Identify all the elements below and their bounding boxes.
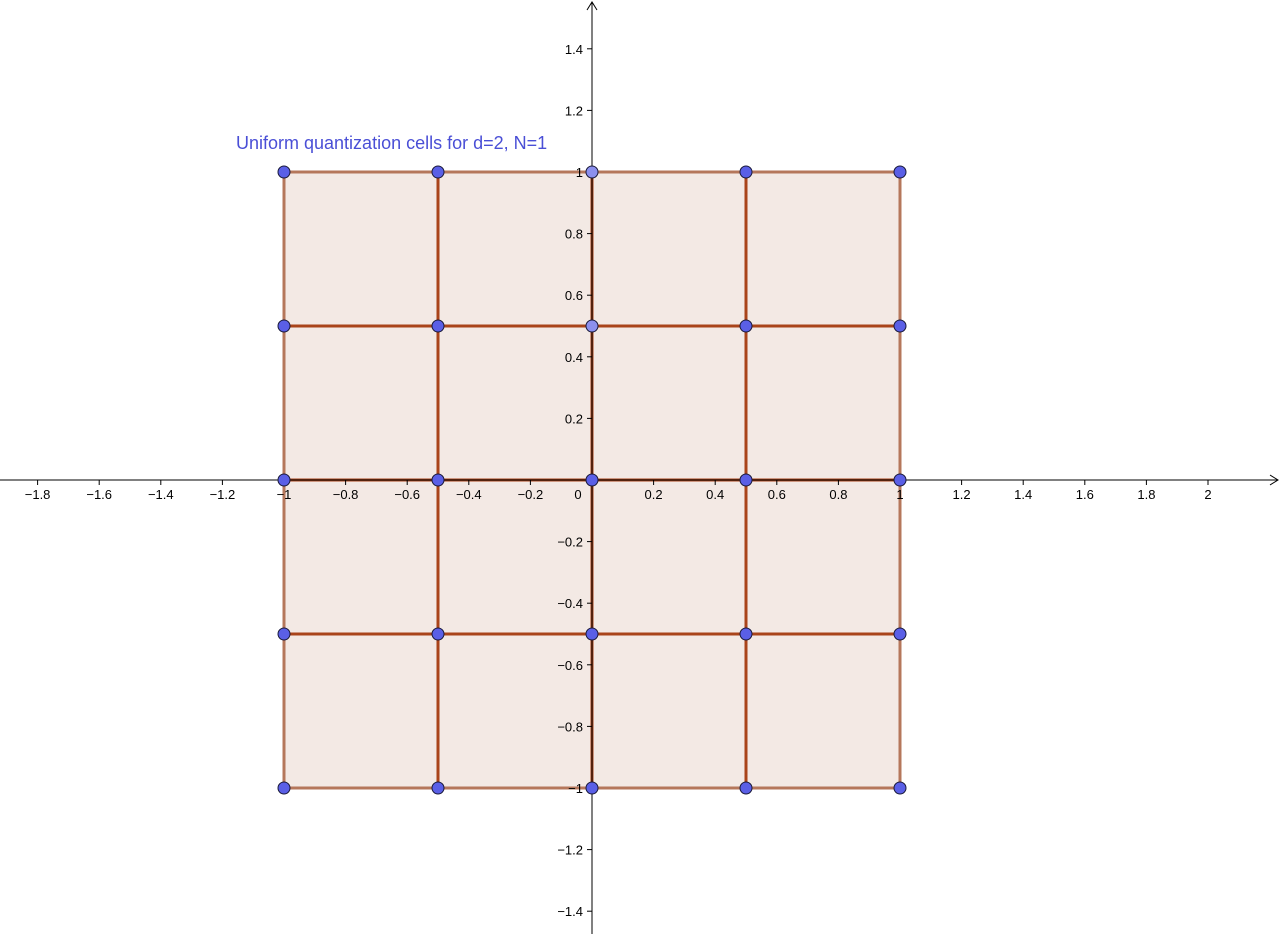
grid-point <box>585 319 599 333</box>
y-tick-label: 0.2 <box>565 411 583 426</box>
grid-point <box>431 473 445 487</box>
y-axis-arrow-icon <box>586 1 598 11</box>
grid-point <box>277 473 291 487</box>
grid-point <box>585 473 599 487</box>
y-tick-label: −1 <box>568 781 583 796</box>
quantization-cell <box>284 634 438 788</box>
x-tick-label: −1.8 <box>25 487 51 502</box>
x-tick-label: −1.6 <box>86 487 112 502</box>
grid-point <box>585 627 599 641</box>
quantization-cell <box>284 480 438 634</box>
x-tick-label: 1 <box>896 487 903 502</box>
quantization-cell <box>592 480 746 634</box>
quantization-cell <box>284 326 438 480</box>
quantization-cell <box>438 480 592 634</box>
x-tick-label: 0.4 <box>706 487 724 502</box>
grid-point <box>277 165 291 179</box>
quantization-cell <box>746 326 900 480</box>
quantization-cell <box>284 172 438 326</box>
y-tick-label: −0.6 <box>557 658 583 673</box>
x-tick-label: 0.6 <box>768 487 786 502</box>
x-tick-label: 1.4 <box>1014 487 1032 502</box>
x-tick-label: −1 <box>277 487 292 502</box>
grid-point <box>585 165 599 179</box>
grid-point <box>893 781 907 795</box>
y-tick-label: 0.6 <box>565 288 583 303</box>
grid-point <box>277 319 291 333</box>
x-tick-label: 1.2 <box>953 487 971 502</box>
tick-labels: −1.8 −1.6 −1.4 −1.2 −1 −0.8 −0.6 −0.4 −0.2 0 0.2 0.… <box>25 42 1212 919</box>
x-tick-label: 1.8 <box>1137 487 1155 502</box>
x-tick-label: 0.8 <box>829 487 847 502</box>
x-tick-label: 2 <box>1204 487 1211 502</box>
quantization-cell <box>438 172 592 326</box>
quantization-cell <box>438 634 592 788</box>
x-tick-label: −1.2 <box>210 487 236 502</box>
y-tick-label: 1 <box>576 165 583 180</box>
quantization-cell <box>746 634 900 788</box>
x-tick-label: −0.4 <box>456 487 482 502</box>
diagram-title: Uniform quantization cells for d=2, N=1 <box>236 133 547 153</box>
y-tick-label: 1.2 <box>565 103 583 118</box>
grid-point <box>739 165 753 179</box>
grid-point <box>893 627 907 641</box>
y-tick-label: −1.4 <box>557 904 583 919</box>
grid-point <box>739 627 753 641</box>
grid-point <box>739 319 753 333</box>
y-tick-label: −0.4 <box>557 596 583 611</box>
grid-point <box>893 319 907 333</box>
x-axis-arrow-icon <box>1269 474 1279 486</box>
grid-point <box>893 165 907 179</box>
grid-point <box>431 781 445 795</box>
x-tick-label: 0 <box>574 487 581 502</box>
y-tick-label: −1.2 <box>557 843 583 858</box>
quantization-cell <box>592 172 746 326</box>
y-tick-label: 0.4 <box>565 350 583 365</box>
x-tick-label: −0.2 <box>518 487 544 502</box>
grid-point <box>431 319 445 333</box>
x-tick-label: −1.4 <box>148 487 174 502</box>
grid-point <box>739 781 753 795</box>
quantization-cell <box>592 326 746 480</box>
quantization-cell <box>746 172 900 326</box>
x-tick-label: 0.2 <box>645 487 663 502</box>
y-tick-label: 1.4 <box>565 42 583 57</box>
grid-point <box>431 165 445 179</box>
x-tick-label: 1.6 <box>1076 487 1094 502</box>
quantization-cells <box>282 170 902 790</box>
y-tick-label: −0.2 <box>557 535 583 550</box>
x-tick-label: −0.6 <box>394 487 420 502</box>
y-tick-label: −0.8 <box>557 719 583 734</box>
quantization-cell <box>592 634 746 788</box>
grid-point <box>277 627 291 641</box>
x-tick-label: −0.8 <box>333 487 359 502</box>
grid-point <box>431 627 445 641</box>
grid-point <box>893 473 907 487</box>
grid-point <box>739 473 753 487</box>
grid-point <box>585 781 599 795</box>
y-tick-label: 0.8 <box>565 227 583 242</box>
grid-point <box>277 781 291 795</box>
quantization-cell <box>438 326 592 480</box>
grid-points <box>277 165 907 795</box>
quantization-cell <box>746 480 900 634</box>
